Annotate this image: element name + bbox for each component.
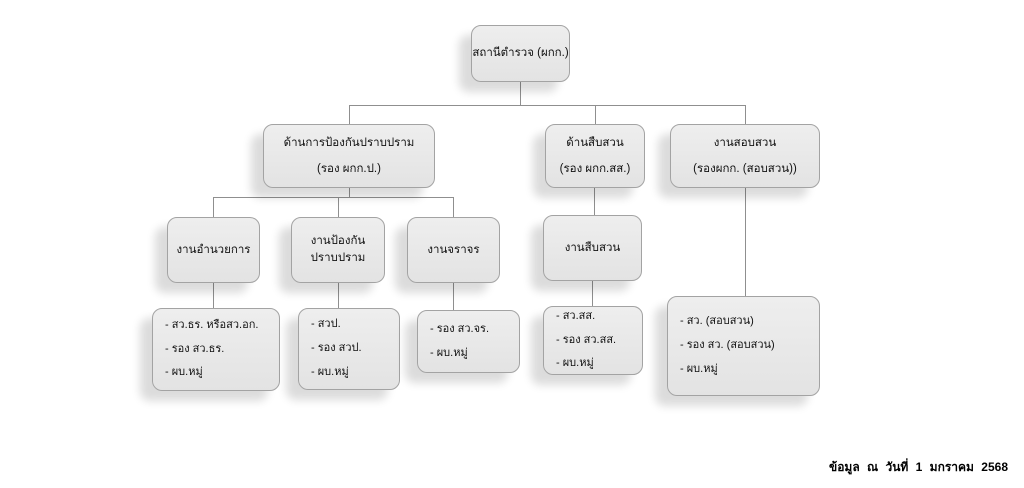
node-investigation-unit: งานสืบสวน [543,215,642,281]
node-title: งานอำนวยการ [176,243,251,256]
node-investigation-staff: - สว.สส. - รอง สว.สส. - ผบ.หมู่ [543,306,643,375]
node-prevention-division: ด้านการป้องกันปราบปราม (รอง ผกก.ป.) [263,124,435,188]
connector-line [595,105,596,124]
node-administration-staff: - สว.ธร. หรือสว.อก. - รอง สว.ธร. - ผบ.หม… [152,308,280,391]
node-title-line2: ปราบปราม [310,252,366,264]
node-traffic-staff: - รอง สว.จร. - ผบ.หมู่ [417,310,520,373]
node-title: งานสอบสวน [713,136,777,149]
list-item: - รอง สว. (สอบสวน) [680,339,775,352]
connector-line [338,283,339,308]
node-title: งานจราจร [427,243,480,256]
list-item: - ผบ.หมู่ [680,362,718,375]
node-subtitle: (รอง ผกก.ป.) [317,162,381,175]
list-item: - สว. (สอบสวน) [680,315,754,328]
node-title: ด้านการป้องกันปราบปราม [283,136,415,149]
connector-line [349,105,746,106]
list-item: - ผบ.หมู่ [165,366,203,379]
connector-line [453,283,454,310]
node-title-line1: งานป้องกัน [310,235,366,248]
node-title: ด้านสืบสวน [566,136,624,149]
list-item: - รอง สว.ธร. [165,342,225,355]
list-item: - สว.สส. [556,309,596,322]
node-subtitle: (รอง ผกก.สส.) [559,162,631,175]
node-title: สถานีตำรวจ (ผกก.) [472,47,569,60]
connector-line [213,197,454,198]
list-item: - ผบ.หมู่ [430,346,468,359]
list-item: - รอง สวป. [311,342,362,355]
list-item: - สว.ธร. หรือสว.อก. [165,318,259,331]
list-item: - ผบ.หมู่ [311,365,349,378]
connector-line [745,105,746,124]
node-inquiry-division: งานสอบสวน (รองผกก. (สอบสวน)) [670,124,820,188]
node-police-station: สถานีตำรวจ (ผกก.) [471,25,570,82]
list-item: - รอง สว.จร. [430,322,490,335]
connector-line [349,188,350,197]
node-inquiry-staff: - สว. (สอบสวน) - รอง สว. (สอบสวน) - ผบ.ห… [667,296,820,396]
connector-line [520,82,521,105]
connector-line [338,197,339,217]
connector-line [453,197,454,217]
data-as-of-note: ข้อมูล ณ วันที่ 1 มกราคม 2568 [829,460,1008,474]
node-subtitle: (รองผกก. (สอบสวน)) [693,162,797,175]
node-administration-unit: งานอำนวยการ [167,217,260,283]
connector-line [213,197,214,217]
node-prevention-suppression-unit: งานป้องกัน ปราบปราม [291,217,385,283]
connector-line [349,105,350,124]
connector-line [594,188,595,215]
connector-line [592,281,593,306]
node-title: งานสืบสวน [564,241,621,254]
node-investigation-division: ด้านสืบสวน (รอง ผกก.สส.) [545,124,645,188]
connector-line [745,188,746,296]
connector-line [213,283,214,308]
list-item: - ผบ.หมู่ [556,357,594,370]
node-traffic-unit: งานจราจร [407,217,500,283]
list-item: - รอง สว.สส. [556,333,617,346]
node-prevention-staff: - สวป. - รอง สวป. - ผบ.หมู่ [298,308,400,390]
list-item: - สวป. [311,318,341,331]
